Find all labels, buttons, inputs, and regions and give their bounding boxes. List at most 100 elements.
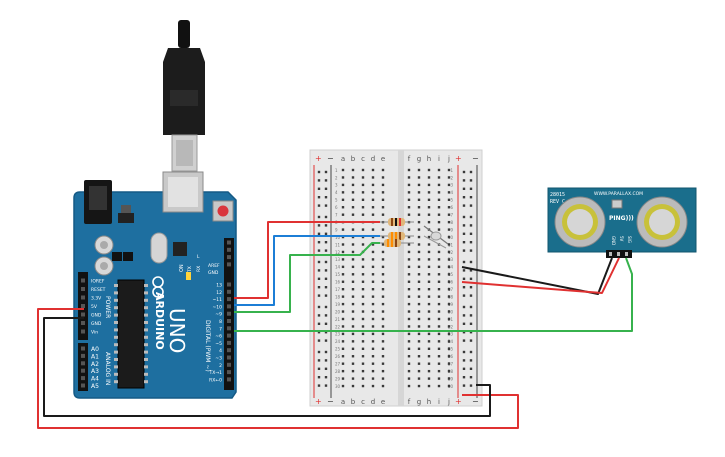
power-pin-hole[interactable] (81, 312, 85, 317)
analog-pin-hole[interactable] (81, 346, 85, 351)
power-pin-hole[interactable] (81, 287, 85, 291)
bb-row-number: 14 (448, 265, 454, 270)
bb-row-number: 4 (450, 190, 453, 195)
bb-row-number: 2 (450, 175, 453, 180)
wire-pin9-green[interactable] (234, 242, 380, 313)
bb-row-number: 2 (335, 175, 338, 180)
rail-minus-right: − (472, 154, 479, 163)
digital-pin-hole[interactable] (227, 282, 231, 287)
analog-pin-hole[interactable] (81, 376, 85, 381)
power-pin-label: Vin (91, 330, 98, 336)
digital-pin-hole[interactable] (227, 362, 231, 367)
digital-pin-label: TX→1 (209, 370, 223, 376)
rx-label: RX (196, 266, 202, 272)
wire-pin7-signal[interactable] (234, 257, 633, 332)
bb-col-label: d (371, 155, 375, 163)
power-pin-hole[interactable] (81, 329, 85, 334)
bb-row-number: 13 (335, 257, 341, 262)
bb-row-number: 6 (335, 205, 338, 210)
bb-row-number: 28 (448, 369, 454, 374)
bb-col-label: g (417, 398, 421, 406)
digital-pin-hole[interactable] (227, 326, 231, 331)
digital-pin-hole[interactable] (227, 348, 231, 353)
digital-pin-hole[interactable] (227, 319, 231, 323)
l-label: L (197, 254, 200, 260)
analog-pin-label: A2 (91, 361, 99, 368)
rail-plus-left-bottom: + (315, 397, 322, 406)
resistor-3[interactable] (376, 239, 414, 247)
bb-col-label: d (371, 398, 375, 406)
bb-row-number: 3 (335, 183, 338, 188)
rail-plus-left: + (315, 154, 322, 163)
sensor-part-number: 28015 (550, 192, 565, 198)
bb-row-number: 11 (448, 242, 454, 247)
wire-pin10-blue[interactable] (234, 235, 380, 306)
digital-pin-hole[interactable] (227, 340, 231, 345)
bb-row-number: 22 (448, 324, 454, 329)
bb-row-number: 19 (448, 302, 454, 307)
power-pin-label: IOREF (91, 279, 105, 285)
digital-pin-label: ~5 (215, 341, 222, 347)
power-pin-label: RESET (91, 287, 106, 293)
rail-plus-right: + (455, 154, 462, 163)
bb-row-number: 29 (335, 376, 341, 381)
digital-pin-label: 13 (216, 283, 222, 289)
wire-sensor-gnd[interactable] (461, 257, 613, 295)
power-pin-hole[interactable] (81, 304, 85, 308)
tx-label: TX (187, 266, 193, 273)
analog-pin-hole[interactable] (81, 361, 85, 366)
digital-pin-hole[interactable] (227, 311, 231, 316)
reset-button[interactable] (217, 205, 229, 217)
sensor-pin-label: 5V (619, 236, 624, 242)
digital-pin-label: ~6 (215, 334, 222, 340)
digital-pin-label: 7 (219, 326, 222, 332)
digital-pin-hole[interactable] (227, 370, 231, 375)
digital-pin-hole[interactable] (227, 304, 231, 309)
digital-pin-label: ~9 (215, 312, 222, 318)
sensor-revision: REV C (550, 199, 565, 205)
resistor-2[interactable] (376, 232, 414, 240)
power-pin-hole[interactable] (81, 295, 85, 300)
arduino-brand: ARDUINO (153, 292, 166, 350)
rail-minus-right-bottom: − (472, 397, 479, 406)
wire-gnd-rail[interactable] (43, 317, 491, 417)
wire-pin11-red[interactable] (234, 221, 380, 299)
analog-pin-hole[interactable] (81, 383, 85, 388)
bb-row-number: 4 (335, 190, 338, 195)
digital-pin-hole[interactable] (227, 297, 231, 302)
digital-pin-hole[interactable] (227, 333, 231, 338)
power-pin-hole[interactable] (81, 278, 85, 283)
bb-row-number: 25 (335, 347, 341, 352)
ping-ultrasonic-sensor[interactable]: 28015 REV C WWW.PARALLAX.COM PING))) GND… (547, 187, 697, 258)
wire-5v-rail[interactable] (37, 308, 519, 429)
digital-pin-hole[interactable] (227, 355, 231, 360)
bb-row-number: 5 (335, 198, 338, 203)
digital-pin-label: 2 (219, 363, 222, 369)
bb-col-label: j (447, 155, 450, 163)
resistor-1[interactable] (376, 218, 414, 226)
power-pin-label: 3.3V (91, 296, 102, 302)
digital-section-label: DIGITAL (PWM ~) (204, 320, 211, 372)
analog-pin-label: A3 (91, 368, 99, 375)
analog-pin-hole[interactable] (81, 353, 85, 358)
analog-pin-hole[interactable] (81, 368, 85, 373)
power-pin-hole[interactable] (81, 321, 85, 325)
bb-row-number: 12 (335, 250, 341, 255)
bb-row-number: 27 (335, 362, 341, 367)
bb-row-number: 3 (450, 183, 453, 188)
sensor-pin-label: SIG (627, 236, 632, 243)
bb-col-label: f (408, 398, 411, 406)
wire-sensor-5v[interactable] (461, 257, 620, 294)
digital-pin-hole[interactable] (227, 377, 231, 382)
analog-pin-label: A1 (91, 353, 99, 360)
digital-pin-hole[interactable] (227, 289, 231, 294)
bb-row-number: 15 (448, 272, 454, 277)
bb-row-number: 16 (448, 280, 454, 285)
analog-pin-label: A4 (91, 376, 99, 383)
led-component[interactable] (423, 225, 449, 249)
bb-col-label: g (417, 155, 421, 163)
rail-minus-left-bottom: − (327, 397, 334, 406)
